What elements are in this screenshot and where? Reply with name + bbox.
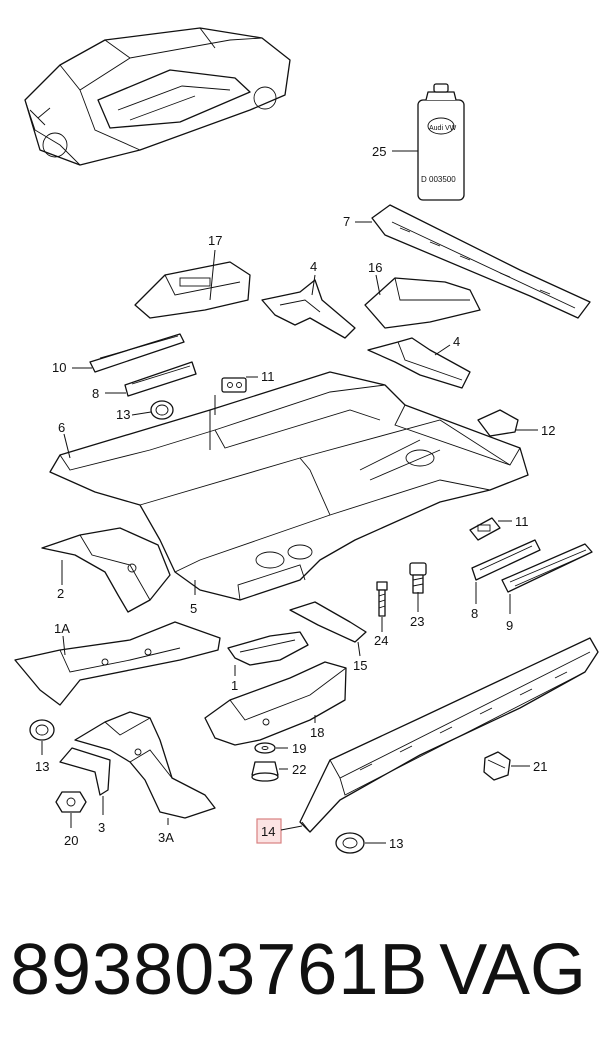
- can-label-text: D 003500: [421, 175, 456, 184]
- part-1a-frame-rail: [14, 621, 221, 706]
- part-7-cross-member: [371, 204, 591, 319]
- callout-3: 3: [98, 820, 105, 835]
- exploded-parts-diagram: Audi VW D 003500 25 7 17 4 16 4: [14, 27, 599, 854]
- callout-16: 16: [368, 260, 382, 275]
- can-brand-text: Audi VW: [429, 125, 457, 132]
- part-20-nut: [55, 791, 87, 813]
- callout-12: 12: [541, 423, 555, 438]
- part-3a-frame-rail: [74, 711, 216, 819]
- callout-4-upper: 4: [310, 259, 317, 274]
- part-3-bracket: [59, 747, 111, 796]
- part-12-bracket: [477, 409, 519, 437]
- part-22-nut: [251, 761, 279, 782]
- part-11-clip-lower: [469, 517, 501, 541]
- callout-5: 5: [190, 601, 197, 616]
- callout-10: 10: [52, 360, 66, 375]
- callout-14: 14: [261, 824, 275, 839]
- callout-1: 1: [231, 678, 238, 693]
- callout-11-upper: 11: [261, 369, 275, 384]
- callout-22: 22: [292, 762, 306, 777]
- callout-24: 24: [374, 633, 388, 648]
- callout-21: 21: [533, 759, 547, 774]
- part-13-grommet-right: [335, 832, 365, 854]
- callout-11-lower: 11: [515, 514, 529, 529]
- callout-9: 9: [506, 618, 513, 633]
- part-16-jack-mount: [364, 277, 481, 329]
- part-18-heat-shield: [204, 661, 347, 746]
- brand-name: VAG: [439, 930, 586, 1010]
- part-13-grommet-upper: [150, 400, 174, 420]
- part-8-rail-right: [471, 539, 541, 581]
- part-17-tunnel-cover: [134, 261, 251, 319]
- callout-19: 19: [292, 741, 306, 756]
- callout-8-right: 8: [471, 606, 478, 621]
- callout-6: 6: [58, 420, 65, 435]
- callout-25: 25: [372, 144, 386, 159]
- callout-17: 17: [208, 233, 222, 248]
- callout-13-upper: 13: [116, 407, 130, 422]
- part-21-clip: [483, 751, 511, 781]
- part-19-washer: [254, 742, 276, 754]
- callout-18: 18: [310, 725, 324, 740]
- callout-14-highlight: [256, 818, 282, 844]
- callout-20: 20: [64, 833, 78, 848]
- callout-2: 2: [57, 586, 64, 601]
- part-4-bracket-upper: [261, 279, 356, 339]
- part-24-bolt: [376, 581, 388, 617]
- part-15-brace: [289, 601, 367, 643]
- part-23-bolt: [409, 562, 427, 594]
- sealant-can: Audi VW D 003500: [417, 83, 465, 201]
- part-4-bracket-lower: [367, 337, 471, 389]
- part-13-grommet-left: [29, 719, 55, 741]
- callout-13-left: 13: [35, 759, 49, 774]
- part-2-wheel-housing: [41, 527, 171, 613]
- callout-1a: 1A: [54, 621, 70, 636]
- part-1-bracket: [227, 631, 309, 666]
- callout-7: 7: [343, 214, 350, 229]
- part-10-rail: [89, 333, 185, 373]
- callout-8-left: 8: [92, 386, 99, 401]
- car-overview: [24, 27, 291, 166]
- callout-4-lower: 4: [453, 334, 460, 349]
- part-11-clip-upper: [221, 377, 247, 393]
- part-9-sill-strip: [501, 543, 593, 593]
- part-8-rail-left: [124, 361, 197, 397]
- part-5-6-floor-pan: [49, 371, 529, 601]
- footer: 893803761B VAG: [0, 925, 600, 1025]
- part-14-sill-panel: [299, 637, 599, 833]
- callout-15: 15: [353, 658, 367, 673]
- callout-13-right: 13: [389, 836, 403, 851]
- callout-23: 23: [410, 614, 424, 629]
- part-number: 893803761B: [10, 930, 429, 1010]
- callout-3a: 3A: [158, 830, 174, 845]
